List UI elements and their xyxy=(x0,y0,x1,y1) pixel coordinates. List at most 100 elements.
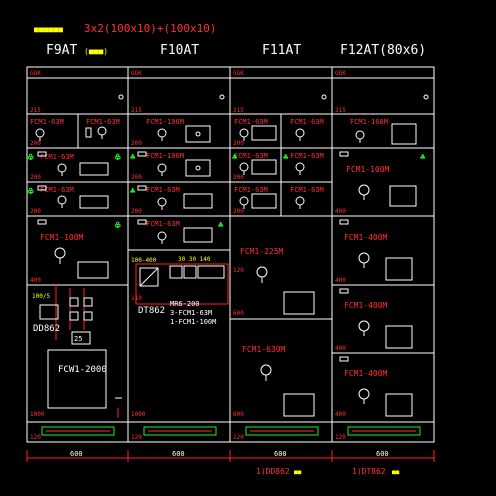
breaker-handle-icon[interactable] xyxy=(157,163,167,173)
breaker-handle-icon[interactable] xyxy=(54,247,66,259)
indicator-lamp xyxy=(137,151,147,157)
breaker-label: FCM1-63M xyxy=(234,186,268,194)
ground-icon: ♣ xyxy=(115,153,121,163)
cabinet-f9: FCM1-63M FCM1-63M 200 200 200 FCM1-63M F… xyxy=(27,114,128,441)
breaker-label: FCM1-100M xyxy=(146,152,184,160)
breaker-handle-icon[interactable] xyxy=(295,128,305,138)
height-label: 200 xyxy=(30,208,41,215)
height-label: 215 xyxy=(335,107,346,114)
ground-icon: ♣ xyxy=(420,153,426,163)
breaker-handle-icon[interactable] xyxy=(358,252,370,264)
height-label: 200 xyxy=(30,140,41,147)
cabinet-title-f11: F11AT xyxy=(262,43,301,58)
indicator-lamp xyxy=(37,151,47,157)
meter-block-icon xyxy=(79,162,109,176)
height-label: 200 xyxy=(30,174,41,181)
breaker-handle-icon[interactable] xyxy=(295,162,305,172)
ground-icon: ♣ xyxy=(115,221,121,231)
vent-grille xyxy=(143,426,217,436)
ground-icon: ♣ xyxy=(218,221,224,231)
breaker-handle-icon[interactable] xyxy=(35,128,45,138)
note-line: 3-FCM1-63M xyxy=(170,309,212,317)
breaker-handle-icon[interactable] xyxy=(57,163,67,173)
breaker-label: FCM1-630M xyxy=(242,345,286,354)
vent-grille xyxy=(41,426,115,436)
breaker-label: FCM1-63M xyxy=(86,118,120,126)
height-label: 400 xyxy=(335,277,346,284)
height-label: 200 xyxy=(131,208,142,215)
indicator-dot xyxy=(118,94,124,100)
meter-block-icon xyxy=(385,257,413,281)
indicator-lamp xyxy=(339,356,349,362)
breaker-handle-icon[interactable] xyxy=(239,128,249,138)
height-label: 1000 xyxy=(30,411,45,418)
breaker-label: FCM1-400M xyxy=(344,301,388,310)
device-note-suffix: ■■ xyxy=(392,469,400,476)
cabinet-title-f12: F12AT(80x6) xyxy=(340,43,426,58)
indicator-lamp xyxy=(339,219,349,225)
breaker-handle-icon[interactable] xyxy=(157,128,167,138)
meter-block-icon xyxy=(391,123,417,145)
breaker-label: FCM1-225M xyxy=(240,247,284,256)
ground-icon: ♣ xyxy=(283,153,289,163)
meter-block-icon xyxy=(283,393,315,417)
breaker-handle-icon[interactable] xyxy=(355,130,365,140)
ct-label: 100/5 xyxy=(32,293,50,300)
width-label: 600 xyxy=(70,450,83,458)
breaker-handle-icon[interactable] xyxy=(157,197,167,207)
breaker-handle-icon[interactable] xyxy=(157,231,167,241)
device-note-suffix: ■■ xyxy=(294,469,302,476)
meter-block-icon xyxy=(183,227,213,243)
indicator-lamp xyxy=(339,288,349,294)
cabinet-title-f9: F9AT xyxy=(46,43,77,58)
breaker-handle-icon[interactable] xyxy=(239,162,249,172)
dimension-label: 110 xyxy=(131,295,142,302)
breaker-handle-icon[interactable] xyxy=(358,184,370,196)
indicator-dot xyxy=(219,94,225,100)
breaker-handle-icon[interactable] xyxy=(358,388,370,400)
meter-block-icon xyxy=(385,393,413,417)
breaker-label: FCM1-63M xyxy=(290,118,324,126)
breaker-handle-icon[interactable] xyxy=(358,320,370,332)
label-ggk: GGK xyxy=(30,70,41,77)
breaker-label: FCM1-100M xyxy=(146,118,184,126)
height-label: 200 xyxy=(131,174,142,181)
height-label: 215 xyxy=(30,107,41,114)
device-note: 1)DT862 xyxy=(352,467,386,476)
vent-grille xyxy=(347,426,421,436)
ground-icon: ♣ xyxy=(130,153,136,163)
indicator-dot xyxy=(423,94,429,100)
breaker-handle-icon[interactable] xyxy=(97,126,107,136)
vent-grille xyxy=(245,426,319,436)
breaker-label: FCM1-63M xyxy=(290,186,324,194)
breaker-label: FCM1-100M xyxy=(40,233,84,242)
meter-block-icon xyxy=(77,261,109,279)
indicator-lamp xyxy=(137,185,147,191)
breaker-handle-icon[interactable] xyxy=(295,196,305,206)
device-label: DT862 xyxy=(138,306,165,316)
breaker-label: FCM1-63M xyxy=(30,118,64,126)
cabinet-f12: FCM1-160M FCM1-100M 400 FCM1-400M 400 FC… xyxy=(332,118,434,441)
meter-dd862-icon xyxy=(39,304,59,320)
breaker-label: FCM1-63M xyxy=(234,152,268,160)
breaker-handle-icon[interactable] xyxy=(239,196,249,206)
width-label: 600 xyxy=(172,450,185,458)
breaker-handle-icon[interactable] xyxy=(57,195,67,205)
meter-block-icon xyxy=(79,195,109,209)
height-label: 200 xyxy=(233,174,244,181)
label-ggk: GGK xyxy=(335,70,346,77)
breaker-handle-icon[interactable] xyxy=(256,266,268,278)
breaker-label: FCW1-2000 xyxy=(58,365,107,375)
meter-block-icon xyxy=(385,325,413,349)
breaker-handle-icon[interactable] xyxy=(260,364,272,376)
height-label: 120 xyxy=(30,434,41,441)
width-label: 600 xyxy=(376,450,389,458)
indicator-lamp xyxy=(339,151,349,157)
device-label: DD862 xyxy=(33,324,60,334)
height-label: 400 xyxy=(30,277,41,284)
height-label: 400 xyxy=(335,411,346,418)
breaker-label: FCM1-400M xyxy=(344,233,388,242)
breaker-label: FCM1-63M xyxy=(234,118,268,126)
air-breaker-fcw1-icon xyxy=(47,349,107,409)
